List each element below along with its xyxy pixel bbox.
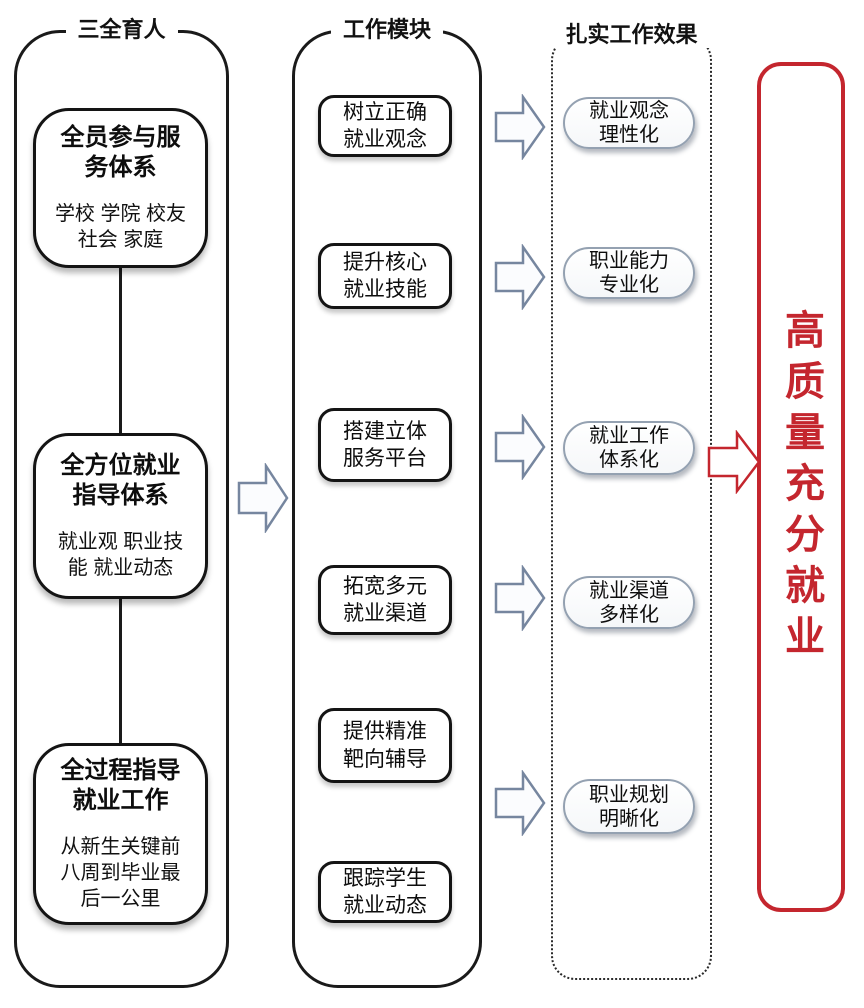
module-label: 提供精准 靶向辅导: [343, 720, 427, 771]
column-header-middle: 工作模块: [330, 17, 444, 43]
arrow-right-icon: [237, 463, 289, 533]
module-label: 拓宽多元 就业渠道: [343, 574, 427, 625]
column-sanquan-yuren: 三全育人: [14, 17, 229, 988]
left-box-subtitle: 从新生关键前 八周到毕业最 后一公里: [60, 836, 181, 910]
column-work-modules: 工作模块: [292, 17, 482, 988]
arrow-right-icon: [494, 414, 546, 480]
effect-pill-4: 就业渠道 多样化: [563, 576, 695, 629]
module-box-4: 拓宽多元 就业渠道: [318, 565, 452, 635]
effect-label: 就业工作 体系化: [589, 425, 669, 471]
effect-pill-3: 就业工作 体系化: [563, 421, 695, 475]
module-box-2: 提升核心 就业技能: [318, 243, 452, 309]
module-label: 提升核心 就业技能: [343, 250, 427, 301]
result-box: 高质量充分就业: [757, 62, 845, 912]
result-label: 高质量充分就业: [779, 308, 823, 666]
arrow-right-icon: [494, 770, 546, 836]
column-header-left: 三全育人: [65, 17, 178, 43]
arrow-right-icon: [494, 565, 546, 631]
column-header-right: 扎实工作效果: [553, 22, 710, 48]
arrow-right-icon: [494, 244, 546, 310]
module-box-1: 树立正确 就业观念: [318, 95, 452, 157]
left-box-whole-process: 全过程指导 就业工作 从新生关键前 八周到毕业最 后一公里: [33, 743, 208, 925]
arrow-right-red-icon: [707, 430, 761, 494]
effect-label: 职业能力 专业化: [589, 250, 669, 296]
left-box-subtitle: 学校 学院 校友 社会 家庭: [54, 203, 187, 251]
module-label: 搭建立体 服务平台: [343, 419, 427, 470]
effect-label: 职业规划 明晰化: [589, 783, 669, 830]
module-label: 树立正确 就业观念: [343, 100, 427, 151]
left-box-title: 全过程指导 就业工作: [60, 757, 181, 814]
arrow-right-icon: [494, 94, 546, 160]
module-box-6: 跟踪学生 就业动态: [318, 861, 452, 923]
effect-pill-5: 职业规划 明晰化: [563, 779, 695, 834]
effect-pill-1: 就业观念 理性化: [563, 97, 695, 149]
effect-pill-2: 职业能力 专业化: [563, 247, 695, 299]
left-box-service-system: 全员参与服 务体系 学校 学院 校友 社会 家庭: [33, 108, 208, 268]
effect-label: 就业渠道 多样化: [589, 579, 669, 626]
module-box-5: 提供精准 靶向辅导: [318, 708, 452, 783]
module-label: 跟踪学生 就业动态: [343, 866, 427, 917]
left-box-guidance-system: 全方位就业 指导体系 就业观 职业技 能 就业动态: [33, 433, 208, 599]
left-box-subtitle: 就业观 职业技 能 就业动态: [57, 531, 184, 579]
module-box-3: 搭建立体 服务平台: [318, 408, 452, 482]
left-box-title: 全员参与服 务体系: [60, 124, 181, 181]
effect-label: 就业观念 理性化: [589, 100, 669, 146]
column-work-effects: 扎实工作效果: [551, 22, 712, 980]
left-box-title: 全方位就业 指导体系: [60, 452, 181, 509]
